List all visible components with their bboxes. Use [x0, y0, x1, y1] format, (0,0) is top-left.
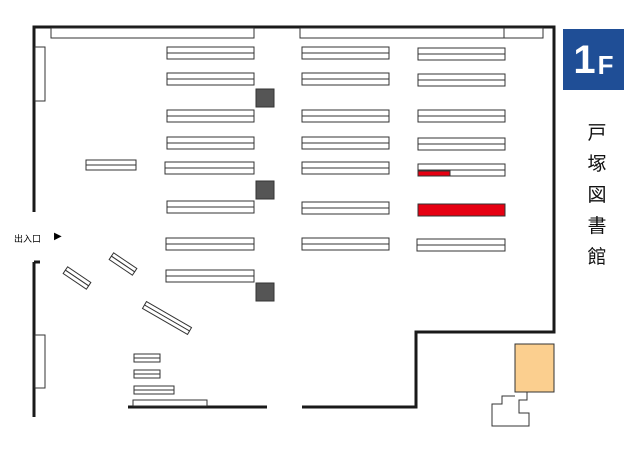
floor-number: 1 — [573, 38, 596, 82]
library-name-char: 戸 — [587, 122, 607, 144]
west-wall-shelf-upper — [34, 46, 46, 102]
pillar-3 — [255, 282, 275, 302]
pillars — [255, 88, 275, 302]
floor-letter: F — [597, 50, 614, 80]
library-name-char: 書 — [587, 215, 607, 237]
shelf-col-2 — [301, 46, 390, 251]
diagonal-shelves — [62, 252, 193, 336]
library-name-char: 塚 — [587, 153, 607, 175]
highlight-shelf-full — [417, 203, 506, 217]
shelves — [85, 46, 506, 407]
shelf-left-small — [85, 159, 137, 171]
shelf-bottom-stack — [132, 353, 208, 407]
west-wall-shelf-lower — [34, 334, 46, 389]
perimeter-shelves — [34, 27, 544, 389]
stairs-outline — [491, 391, 530, 427]
diagonal-shelf-3 — [141, 300, 193, 336]
diagonal-shelf-2 — [108, 252, 138, 276]
diagonal-shelf-1 — [62, 266, 92, 290]
highlighted-shelves — [417, 170, 506, 217]
floor-badge: 1 F — [563, 29, 624, 90]
wall-north-west — [32, 25, 556, 409]
library-name-char: 図 — [587, 184, 607, 206]
library-name-char: 館 — [587, 246, 607, 268]
pillar-1 — [255, 88, 275, 108]
shelf-col-1 — [164, 46, 255, 283]
top-wall-shelf-right — [299, 27, 544, 39]
library-name: 戸 塚 図 書 館 — [586, 118, 608, 273]
entrance-arrow-icon: ▶ — [54, 231, 62, 242]
shelf-col-3 — [416, 47, 506, 252]
pillar-2 — [255, 180, 275, 200]
room-area — [514, 343, 555, 393]
top-wall-shelf-left — [50, 27, 255, 39]
walls — [32, 25, 556, 417]
entrance-label: 出入口 — [14, 235, 42, 245]
highlight-shelf-partial — [417, 170, 451, 177]
